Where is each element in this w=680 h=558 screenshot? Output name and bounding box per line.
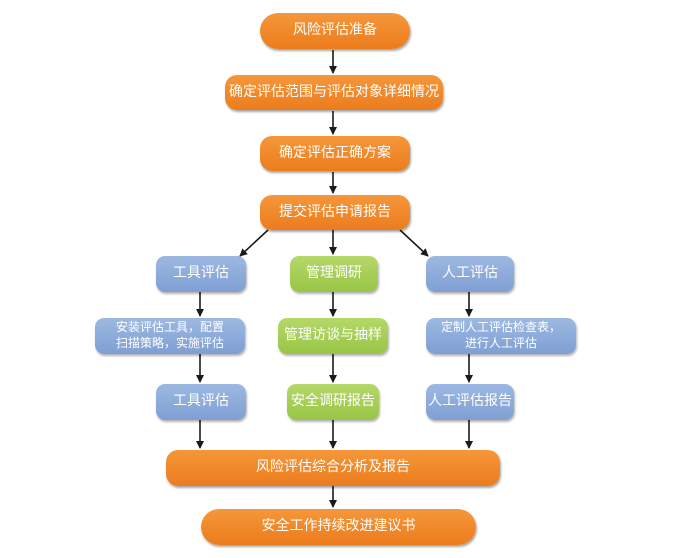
branch-management-survey: 管理调研 (290, 256, 378, 292)
manual-assessment-report: 人工评估报告 (426, 384, 514, 420)
branch-label: 管理调研 (306, 265, 362, 282)
detail-label: 管理访谈与抽样 (284, 327, 382, 344)
branch-label: 工具评估 (173, 265, 229, 282)
branch-manual-assessment: 人工评估 (426, 256, 514, 292)
step-define-scope: 确定评估范围与评估对象详细情况 (225, 75, 443, 110)
arrow-4-right (399, 229, 429, 257)
detail-line-1: 安装评估工具，配置 (115, 320, 224, 335)
step-risk-assessment-prep: 风险评估准备 (260, 13, 410, 49)
arrow-4-left (239, 229, 269, 257)
security-survey-report: 安全调研报告 (287, 384, 379, 420)
step-define-plan: 确定评估正确方案 (260, 136, 410, 171)
manual-assessment-detail: 定制人工评估检查表， 进行人工评估 (426, 318, 576, 354)
step-label: 风险评估准备 (293, 22, 377, 39)
step-submit-request: 提交评估申请报告 (260, 195, 410, 230)
step-label: 确定评估范围与评估对象详细情况 (229, 83, 439, 100)
step-label: 风险评估综合分析及报告 (256, 459, 410, 476)
branch-label: 人工评估 (442, 265, 498, 282)
step-label: 安全工作持续改进建议书 (261, 518, 416, 535)
branch-tool-assessment: 工具评估 (156, 256, 246, 292)
tool-assessment-result: 工具评估 (156, 384, 246, 420)
step-comprehensive-analysis: 风险评估综合分析及报告 (166, 450, 500, 486)
result-label: 人工评估报告 (428, 393, 512, 410)
detail-line-2: 进行人工评估 (464, 336, 537, 350)
detail-line-1: 定制人工评估检查表， (440, 320, 561, 335)
management-interview-detail: 管理访谈与抽样 (278, 318, 388, 354)
step-label: 提交评估申请报告 (279, 203, 391, 220)
result-label: 安全调研报告 (291, 393, 375, 410)
tool-assessment-detail: 安装评估工具，配置 扫描策略，实施评估 (95, 318, 245, 354)
step-improvement-proposal: 安全工作持续改进建议书 (201, 509, 476, 545)
result-label: 工具评估 (173, 393, 229, 410)
detail-line-2: 扫描策略，实施评估 (115, 336, 224, 350)
step-label: 确定评估正确方案 (279, 144, 391, 161)
